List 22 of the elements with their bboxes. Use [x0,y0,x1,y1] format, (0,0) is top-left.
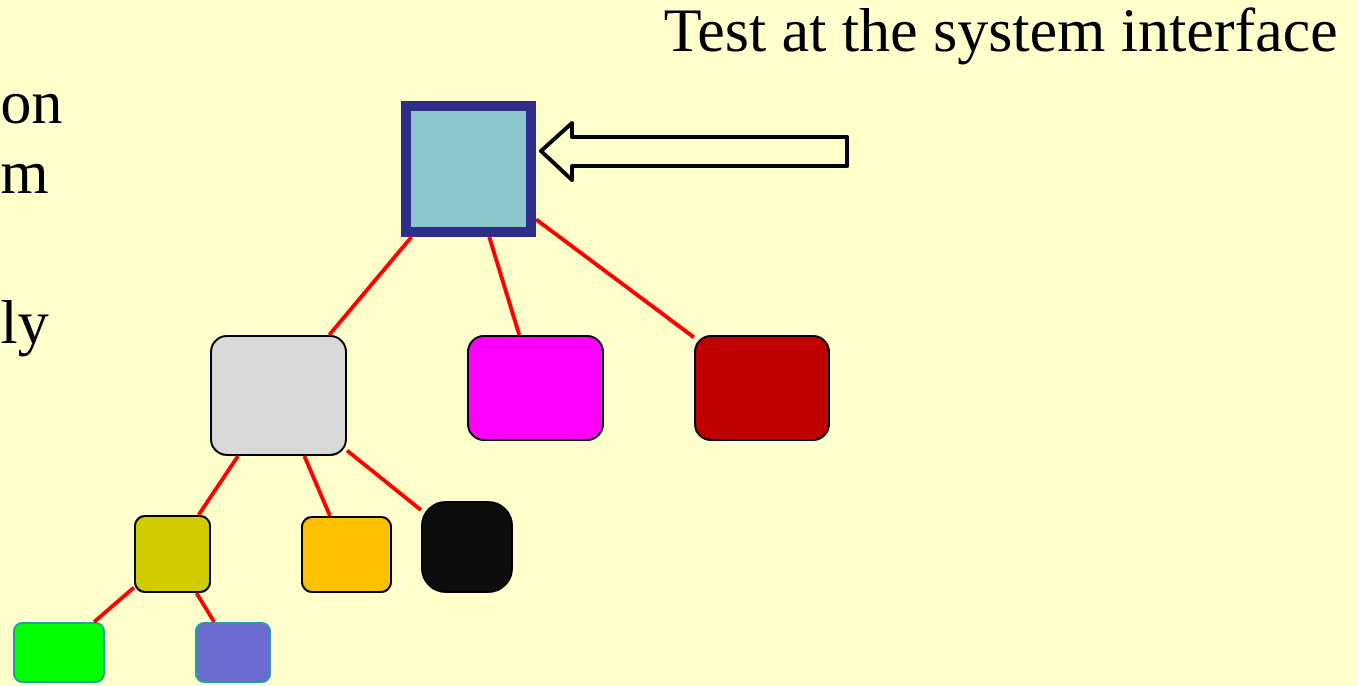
tree-box [134,515,211,593]
connector-line [196,454,240,517]
text-label: on [2,93,62,124]
block-arrow [539,121,849,182]
text-label: ly [1,299,49,357]
connector-line [302,455,332,517]
tree-box [13,622,105,683]
tree-box [195,622,271,683]
connector-line [194,591,216,624]
tree-box [401,101,536,237]
text-label: m [1,163,48,193]
tree-box [467,335,604,441]
connector-line [327,235,413,337]
tree-box [421,501,513,593]
connector-line [345,448,423,512]
tree-box [301,516,392,593]
connector-line [92,585,136,624]
tree-box [210,335,347,456]
tree-box [694,335,830,441]
connector-line [534,217,696,339]
connector-line [487,236,522,336]
text-label: Test at the system interface [664,7,1336,65]
